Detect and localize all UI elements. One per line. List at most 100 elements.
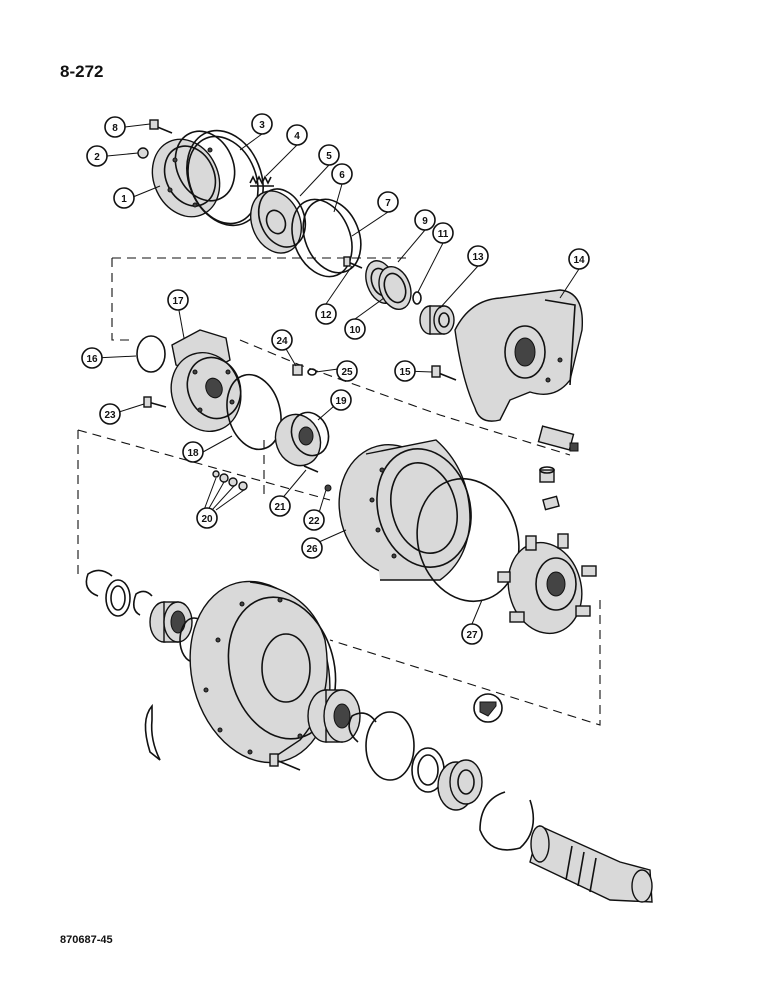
tapered-roller-bearing-outer: [307, 689, 361, 743]
callout-5: 5: [318, 144, 340, 166]
svg-text:9: 9: [422, 216, 428, 227]
part-7-backup-ring: [302, 198, 362, 274]
callout-23: 23: [99, 403, 121, 425]
svg-text:4: 4: [294, 131, 300, 142]
callout-21: 21: [269, 495, 291, 517]
callout-25: 25: [336, 360, 358, 382]
planet-carrier: [497, 533, 597, 635]
part-1-housing-cover: [151, 130, 236, 218]
svg-text:23: 23: [104, 410, 116, 421]
svg-text:16: 16: [86, 354, 98, 365]
callout-13: 13: [467, 245, 489, 267]
figure-code: 870687-45: [60, 934, 113, 946]
svg-text:25: 25: [341, 367, 353, 378]
callout-20: 20: [196, 507, 218, 529]
callout-14: 14: [568, 248, 590, 270]
part-22-ball: [324, 484, 332, 492]
callout-2: 2: [86, 145, 108, 167]
part-13-needle-bearing: [419, 305, 455, 335]
svg-text:20: 20: [201, 514, 213, 525]
callout-24: 24: [271, 329, 293, 351]
snap-ring-hub: [348, 712, 377, 743]
callout-15: 15: [394, 360, 416, 382]
svg-text:19: 19: [335, 396, 347, 407]
svg-text:27: 27: [466, 630, 478, 641]
callout-7: 7: [377, 191, 399, 213]
svg-text:3: 3: [259, 120, 265, 131]
svg-text:26: 26: [306, 544, 318, 555]
part-18-o-ring: [226, 373, 282, 451]
part-24-plug: [292, 364, 303, 376]
part-27-o-ring: [416, 477, 520, 603]
part-26-planetary-ring-gear: [338, 439, 472, 581]
part-14-steering-knuckle: [454, 289, 584, 422]
svg-text:6: 6: [339, 170, 345, 181]
part-12-pin: [343, 256, 363, 269]
svg-text:11: 11: [438, 229, 449, 240]
snap-ring-left: [85, 569, 113, 597]
svg-text:21: 21: [274, 502, 286, 513]
part-19-brake-assembly: [274, 411, 330, 467]
callout-1: 1: [113, 187, 135, 209]
part-16-o-ring: [136, 335, 166, 373]
callout-10: 10: [344, 318, 366, 340]
svg-text:17: 17: [172, 296, 184, 307]
callout-16: 16: [81, 347, 103, 369]
svg-text:18: 18: [187, 448, 199, 459]
part-3-o-ring: [186, 129, 264, 227]
page-number: 8-272: [60, 62, 104, 81]
callout-27: 27: [461, 623, 483, 645]
svg-text:14: 14: [573, 255, 585, 266]
callout-18: 18: [182, 441, 204, 463]
callout-6: 6: [331, 163, 353, 185]
callout-12: 12: [315, 303, 337, 325]
part-11-snap-ring: [412, 291, 422, 305]
tapered-roller-bearing-inner: [149, 601, 193, 643]
svg-text:10: 10: [349, 325, 361, 336]
callout-17: 17: [167, 289, 189, 311]
large-o-ring: [365, 711, 415, 781]
retaining-ring: [479, 791, 535, 851]
part-6-seal-ring: [291, 198, 353, 278]
svg-text:7: 7: [385, 198, 391, 209]
part-25-seal: [307, 368, 317, 376]
kingpin-fitting: [537, 425, 579, 452]
svg-text:12: 12: [320, 310, 332, 321]
svg-text:15: 15: [399, 367, 411, 378]
part-5-piston: [250, 188, 307, 254]
svg-text:2: 2: [94, 152, 100, 163]
callout-8: 8: [104, 116, 126, 138]
callout-22: 22: [303, 509, 325, 531]
grease-fitting: [539, 466, 555, 483]
oil-seal: [437, 759, 483, 811]
spacer-ring: [132, 590, 153, 616]
callout-19: 19: [330, 389, 352, 411]
thrust-washer-left: [105, 579, 131, 617]
part-21-pin: [303, 465, 319, 473]
part-20-fittings: [212, 470, 248, 491]
svg-text:5: 5: [326, 151, 332, 162]
circlip-left: [144, 703, 161, 761]
part-10-bearing-race: [378, 265, 412, 311]
part-2-nut: [137, 147, 149, 159]
axle-shaft: [529, 825, 653, 903]
seal-detail-profile: [473, 693, 503, 723]
callout-4: 4: [286, 124, 308, 146]
part-4-spring: [249, 175, 274, 187]
wheel-hub: [189, 580, 337, 764]
part-23-bolt: [143, 396, 167, 408]
part-17-hydraulic-motor: [170, 329, 242, 433]
part-8-screw: [149, 119, 173, 134]
callout-3: 3: [251, 113, 273, 135]
wheel-stud: [269, 753, 301, 771]
svg-text:13: 13: [472, 252, 484, 263]
callout-26: 26: [301, 537, 323, 559]
svg-text:22: 22: [308, 516, 320, 527]
svg-text:1: 1: [121, 194, 127, 205]
part-15-bolt: [431, 365, 457, 381]
callout-11: 11: [432, 222, 454, 244]
shim: [542, 495, 560, 511]
svg-text:8: 8: [112, 123, 118, 134]
callout-9: 9: [414, 209, 436, 231]
